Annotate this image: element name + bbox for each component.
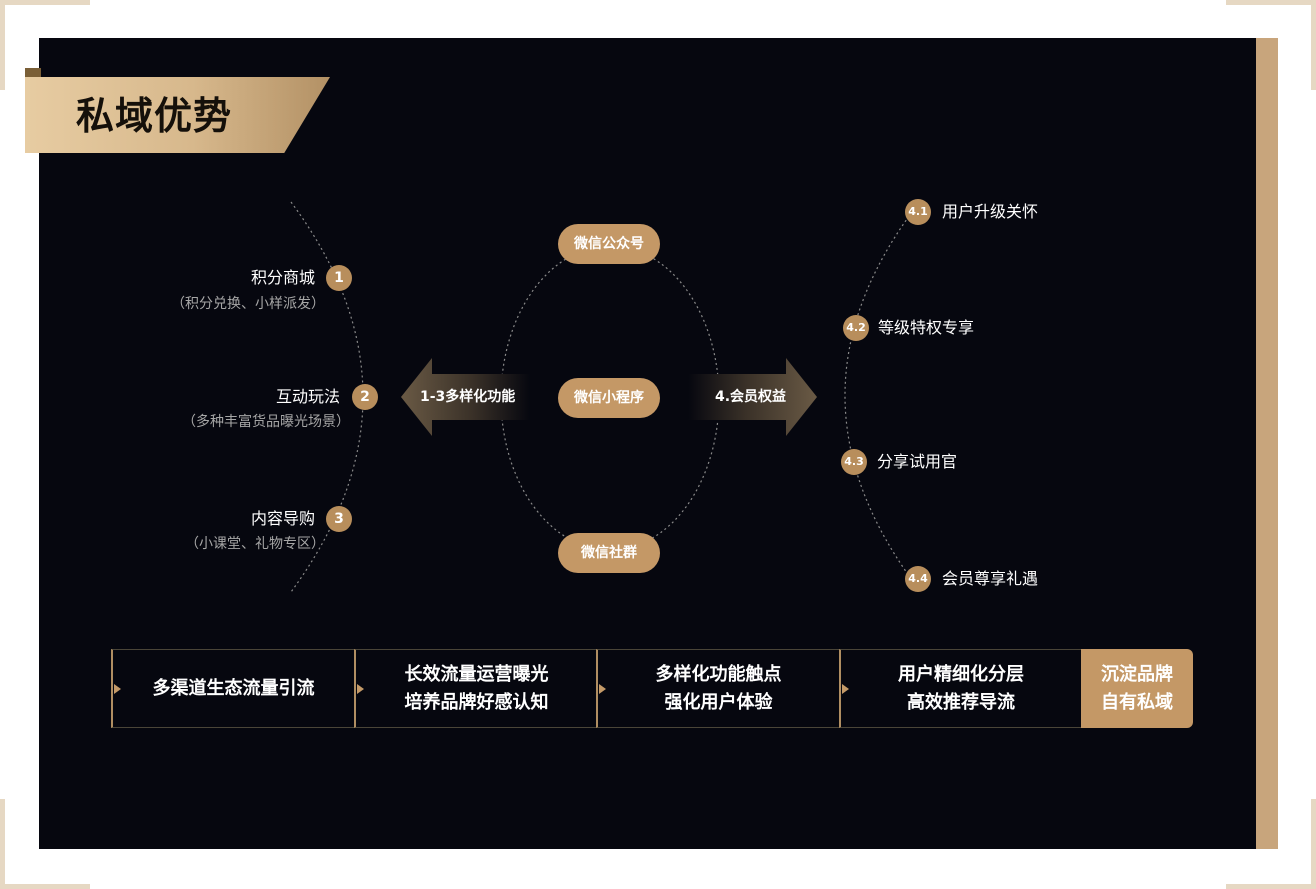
right-item-number-1: 4.1	[905, 199, 931, 225]
left-arrow-label: 1-3多样化功能	[420, 389, 516, 405]
corner-decoration-top-right-v	[1311, 0, 1316, 90]
corner-decoration-top-right-h	[1226, 0, 1316, 5]
right-arrow-label: 4.会员权益	[715, 389, 787, 405]
flow-step-3-line2: 强化用户体验	[664, 691, 773, 713]
right-item-label-4: 会员尊享礼遇	[942, 569, 1039, 588]
flow-step-4-line1: 用户精细化分层	[898, 663, 1024, 685]
flow-arrow-icon-4	[842, 684, 849, 694]
left-item-sub-1: （积分兑换、小样派发）	[171, 296, 325, 312]
flow-arrow-icon-1	[114, 684, 121, 694]
right-arrow-shape	[688, 358, 817, 436]
right-item-number-3: 4.3	[841, 449, 867, 475]
corner-decoration-bottom-left-v	[0, 799, 5, 889]
flow-final-line2: 自有私域	[1101, 691, 1173, 713]
flow-arrow-icon-3	[599, 684, 606, 694]
left-item-label-3: 内容导购	[250, 509, 315, 528]
flow-step-1-line1: 多渠道生态流量引流	[152, 677, 315, 699]
right-item-number-2: 4.2	[843, 315, 869, 341]
right-item-label-1: 用户升级关怀	[942, 202, 1039, 221]
left-item-number-2: 2	[352, 384, 378, 410]
gold-right-edge	[1256, 38, 1278, 849]
left-item-number-3: 3	[326, 506, 352, 532]
flow-step-3-line1: 多样化功能触点	[655, 663, 782, 685]
title-banner	[25, 77, 330, 153]
flow-step-2: 长效流量运营曝光 培养品牌好感认知	[354, 649, 598, 728]
right-item-label-2: 等级特权专享	[878, 318, 975, 337]
flow-step-3: 多样化功能触点 强化用户体验	[596, 649, 840, 728]
corner-decoration-bottom-left-h	[0, 884, 90, 889]
center-node-bottom: 微信社群	[558, 533, 660, 573]
left-item-sub-3: （小课堂、礼物专区）	[185, 536, 325, 552]
right-item-label-3: 分享试用官	[877, 452, 958, 471]
dark-panel	[39, 38, 1256, 849]
corner-decoration-bottom-right-h	[1226, 884, 1316, 889]
page-title: 私域优势	[76, 94, 233, 138]
flow-final-step: 沉淀品牌 自有私域	[1081, 649, 1193, 728]
right-arc	[844, 211, 913, 581]
left-item-number-1: 1	[326, 265, 352, 291]
flow-step-4: 用户精细化分层 高效推荐导流	[839, 649, 1082, 728]
flow-step-2-line2: 培养品牌好感认知	[404, 691, 549, 713]
left-item-label-2: 互动玩法	[275, 387, 340, 406]
right-item-number-4: 4.4	[905, 566, 931, 592]
center-node-middle: 微信小程序	[558, 378, 660, 418]
flow-step-2-line1: 长效流量运营曝光	[404, 663, 549, 685]
flow-arrow-icon-2	[357, 684, 364, 694]
center-node-top: 微信公众号	[558, 224, 660, 264]
left-item-label-1: 积分商城	[250, 268, 315, 287]
corner-decoration-top-left-v	[0, 0, 5, 90]
corner-decoration-top-left-h	[0, 0, 90, 5]
flow-final-line1: 沉淀品牌	[1101, 663, 1173, 685]
corner-decoration-bottom-right-v	[1311, 799, 1316, 889]
flow-step-4-line2: 高效推荐导流	[907, 691, 1015, 713]
flow-step-1: 多渠道生态流量引流	[111, 649, 355, 728]
left-arrow-shape	[401, 358, 530, 436]
left-item-sub-2: （多种丰富货品曝光场景）	[182, 414, 350, 430]
